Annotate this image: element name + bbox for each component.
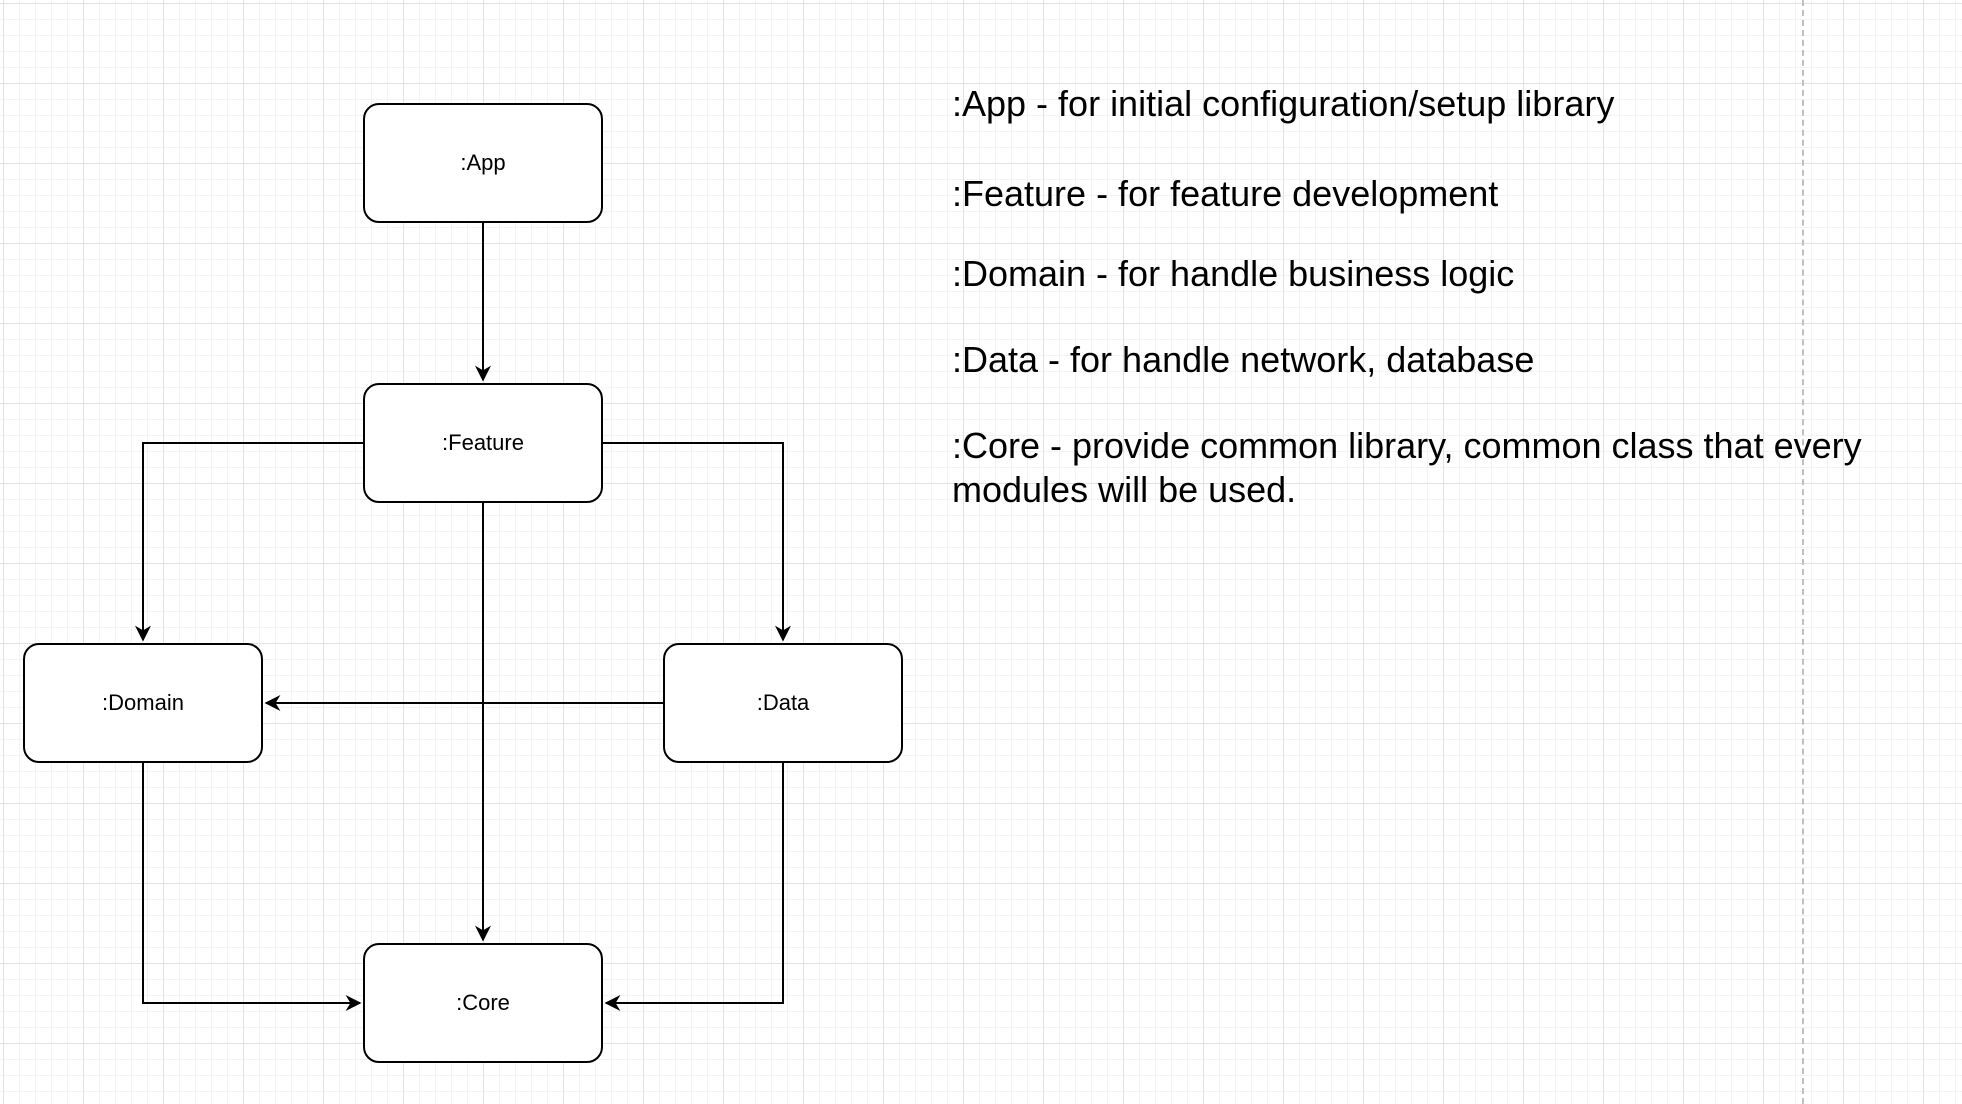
node-core-label: :Core	[456, 990, 510, 1015]
edge-domain-to-core[interactable]	[142, 763, 362, 1011]
node-domain[interactable]: :Domain	[23, 643, 263, 763]
node-feature[interactable]: :Feature	[363, 383, 603, 503]
node-feature-label: :Feature	[442, 430, 524, 455]
note-domain: :Domain - for handle business logic	[952, 253, 1515, 294]
page-boundary-line	[1802, 0, 1804, 1104]
node-domain-label: :Domain	[102, 690, 184, 715]
edge-feature-to-data[interactable]	[603, 442, 791, 642]
edge-feature-to-domain[interactable]	[135, 442, 363, 642]
note-app: :App - for initial configuration/setup l…	[952, 83, 1615, 124]
note-data: :Data - for handle network, database	[952, 339, 1535, 380]
note-feature: :Feature - for feature development	[952, 173, 1499, 214]
node-data-label: :Data	[756, 690, 810, 715]
note-core: :Core - provide common library, common c…	[952, 425, 1862, 510]
edge-data-to-core[interactable]	[604, 763, 784, 1011]
node-data[interactable]: :Data	[663, 643, 903, 763]
node-core[interactable]: :Core	[363, 943, 603, 1063]
node-app[interactable]: :App	[363, 103, 603, 223]
node-app-label: :App	[460, 150, 506, 175]
